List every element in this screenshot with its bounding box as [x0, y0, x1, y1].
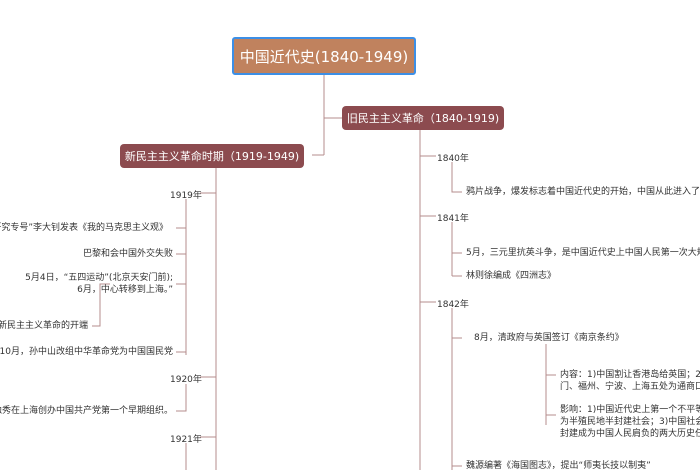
year-node-1840[interactable]: 1840年 [437, 154, 469, 164]
branch-old-democratic-revolution[interactable]: 旧民主主义革命（1840-1919) [342, 106, 504, 130]
connector-1842 [451, 308, 462, 470]
topic-revolution-start[interactable]: 新民主主义革命的开端 [0, 321, 88, 331]
year-node-1921[interactable]: 1921年 [170, 435, 202, 445]
root-topic-node[interactable]: 中国近代史(1840-1949) [232, 37, 416, 75]
topic-treaty-impact[interactable]: 影响：1)中国近代史上第一个不平等 为半殖民地半封建社会；3)中国社会 封建成为… [560, 404, 700, 440]
connector-1919 [176, 199, 187, 355]
year-node-1841[interactable]: 1841年 [437, 214, 469, 224]
topic-treaty-content[interactable]: 内容：1)中国割让香港岛给英国；2) 门、福州、宁波、上海五处为通商口 [560, 369, 700, 393]
treaty-content-line-1: 内容：1)中国割让香港岛给英国；2) [560, 370, 700, 380]
topic-opium-war[interactable]: 鸦片战争，爆发标志着中国近代史的开始，中国从此进入了半 [466, 187, 700, 197]
topic-may-fourth-movement[interactable]: 5月4日，“五四运动”(北京天安门前); 6月，中心转移到上海。” [25, 272, 173, 296]
may-fourth-line-1: 5月4日，“五四运动”(北京天安门前); [25, 273, 173, 283]
year-node-1919[interactable]: 1919年 [170, 191, 202, 201]
topic-marxism-view[interactable]: 研究专号”李大钊发表《我的马克思主义观》 [0, 223, 168, 233]
connector-may4 [92, 283, 110, 327]
topic-paris-peace-conference[interactable]: 巴黎和会中国外交失败 [82, 249, 173, 259]
topic-treaty-of-nanjing[interactable]: 8月，清政府与英国签订《南京条约》 [474, 333, 624, 343]
root-topic-label: 中国近代史(1840-1949) [239, 47, 409, 66]
treaty-impact-line-3: 封建成为中国人民肩负的两大历史任 [560, 429, 700, 439]
treaty-content-line-2: 门、福州、宁波、上海五处为通商口 [560, 382, 700, 392]
branch-new-label: 新民主主义革命时期（1919-1949) [124, 150, 300, 163]
topic-illustrated-treatise[interactable]: 魏源编著《海国图志》，提出“师夷长技以制夷” [466, 461, 651, 471]
branch-new-democratic-revolution[interactable]: 新民主主义革命时期（1919-1949) [120, 144, 304, 168]
topic-cpc-early-group[interactable]: 独秀在上海创办中国共产党第一个早期组织。 [0, 406, 173, 416]
treaty-impact-line-2: 为半殖民地半封建社会；3)中国社会 [560, 417, 700, 427]
connector-nanjing [545, 344, 556, 425]
year-node-1920[interactable]: 1920年 [170, 375, 202, 385]
connector-1840 [451, 162, 462, 193]
topic-kmt-reorganization[interactable]: 10月，孙中山改组中华革命党为中国国民党 [0, 347, 173, 357]
connector-old-years [420, 155, 436, 303]
treaty-impact-line-1: 影响：1)中国近代史上第一个不平等 [560, 405, 700, 415]
connector-new-years [200, 192, 216, 438]
topic-four-continents[interactable]: 林则徐编成《四洲志》 [466, 271, 557, 281]
connector-root [312, 75, 342, 156]
branch-old-label: 旧民主主义革命（1840-1919) [346, 112, 500, 125]
topic-sanyuanli[interactable]: 5月，三元里抗英斗争，是中国近代史上中国人民第一次大规 [466, 248, 700, 258]
may-fourth-line-2: 6月，中心转移到上海。” [77, 285, 173, 295]
connector-1920 [176, 384, 187, 412]
year-node-1842[interactable]: 1842年 [437, 300, 469, 310]
connector-1841 [451, 222, 462, 277]
